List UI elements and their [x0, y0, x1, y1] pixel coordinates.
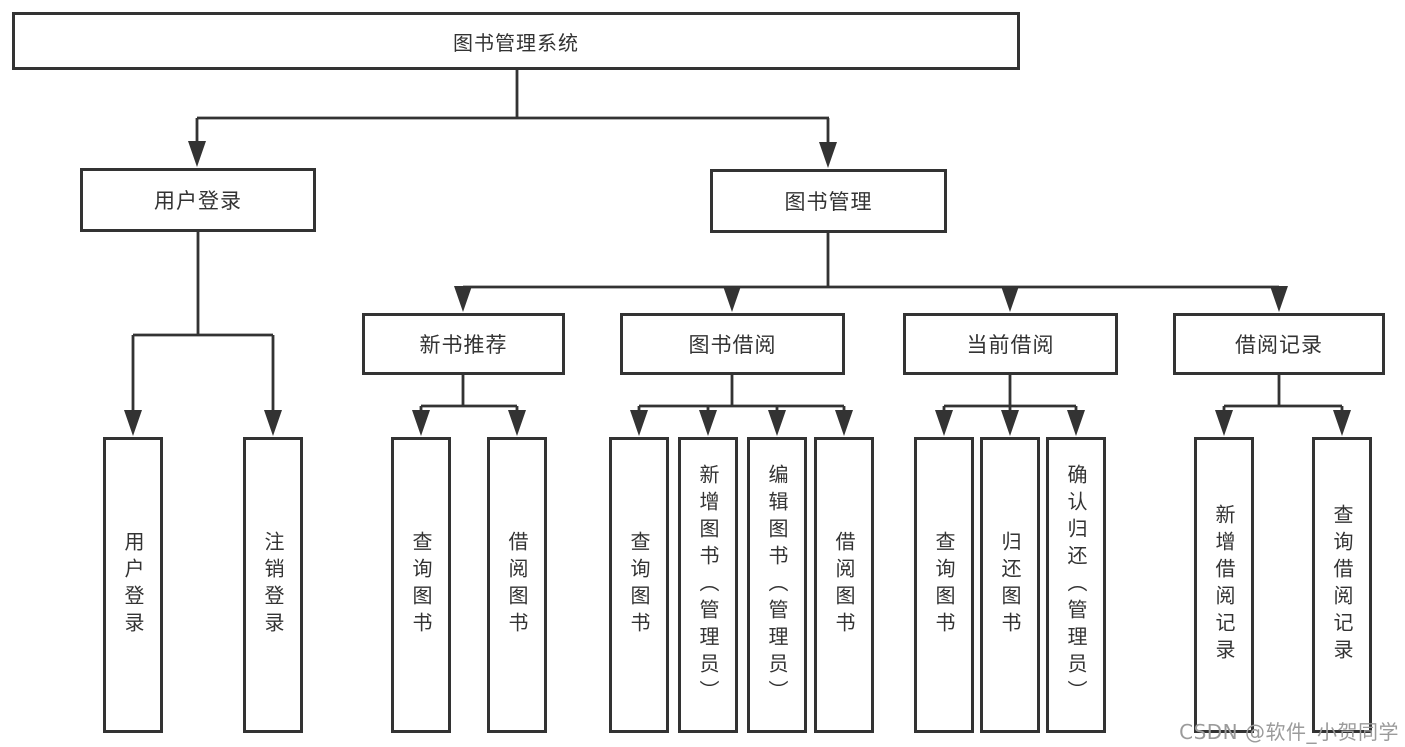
leaf-confirm-return-admin: 确认归还（管理员） [1046, 437, 1106, 733]
leaf-add-book-admin: 新增图书（管理员） [678, 437, 738, 733]
leaf-label: 确认归还（管理员） [1064, 463, 1088, 707]
leaf-current-query-book: 查询图书 [914, 437, 974, 733]
leaf-label: 新增图书（管理员） [696, 463, 720, 707]
csdn-watermark: CSDN @软件_小贺同学 [1179, 720, 1399, 744]
node-user-login: 用户登录 [80, 168, 316, 232]
node-library-management-system: 图书管理系统 [12, 12, 1020, 70]
leaf-label: 借阅图书 [505, 531, 529, 639]
leaf-return-book: 归还图书 [980, 437, 1040, 733]
node-current-borrow: 当前借阅 [903, 313, 1118, 375]
leaf-label: 归还图书 [998, 531, 1022, 639]
leaf-recommend-query-book: 查询图书 [391, 437, 451, 733]
leaf-label: 借阅图书 [832, 531, 856, 639]
leaf-label: 用户登录 [121, 531, 145, 639]
leaf-label: 查询图书 [932, 531, 956, 639]
node-label: 新书推荐 [419, 333, 508, 357]
node-label: 图书管理系统 [453, 30, 579, 55]
leaf-label: 注销登录 [261, 531, 285, 639]
node-book-management: 图书管理 [710, 169, 947, 233]
leaf-user-login: 用户登录 [103, 437, 163, 733]
leaf-recommend-borrow-book: 借阅图书 [487, 437, 547, 733]
leaf-borrow-book: 借阅图书 [814, 437, 874, 733]
leaf-label: 查询图书 [409, 531, 433, 639]
node-book-borrow: 图书借阅 [620, 313, 845, 375]
node-label: 图书管理 [784, 190, 873, 214]
leaf-label: 查询借阅记录 [1330, 504, 1354, 666]
leaf-label: 查询图书 [627, 531, 651, 639]
leaf-label: 新增借阅记录 [1212, 504, 1236, 666]
leaf-logout: 注销登录 [243, 437, 303, 733]
leaf-edit-book-admin: 编辑图书（管理员） [747, 437, 807, 733]
node-label: 当前借阅 [966, 333, 1055, 357]
node-borrow-records: 借阅记录 [1173, 313, 1385, 375]
leaf-add-borrow-record: 新增借阅记录 [1194, 437, 1254, 733]
node-new-book-recommend: 新书推荐 [362, 313, 565, 375]
node-label: 借阅记录 [1235, 333, 1323, 357]
leaf-query-borrow-record: 查询借阅记录 [1312, 437, 1372, 733]
leaf-borrow-query-book: 查询图书 [609, 437, 669, 733]
leaf-label: 编辑图书（管理员） [765, 463, 789, 707]
arrowhead-icons [124, 141, 1351, 436]
node-label: 用户登录 [154, 189, 242, 213]
node-label: 图书借阅 [688, 333, 777, 357]
